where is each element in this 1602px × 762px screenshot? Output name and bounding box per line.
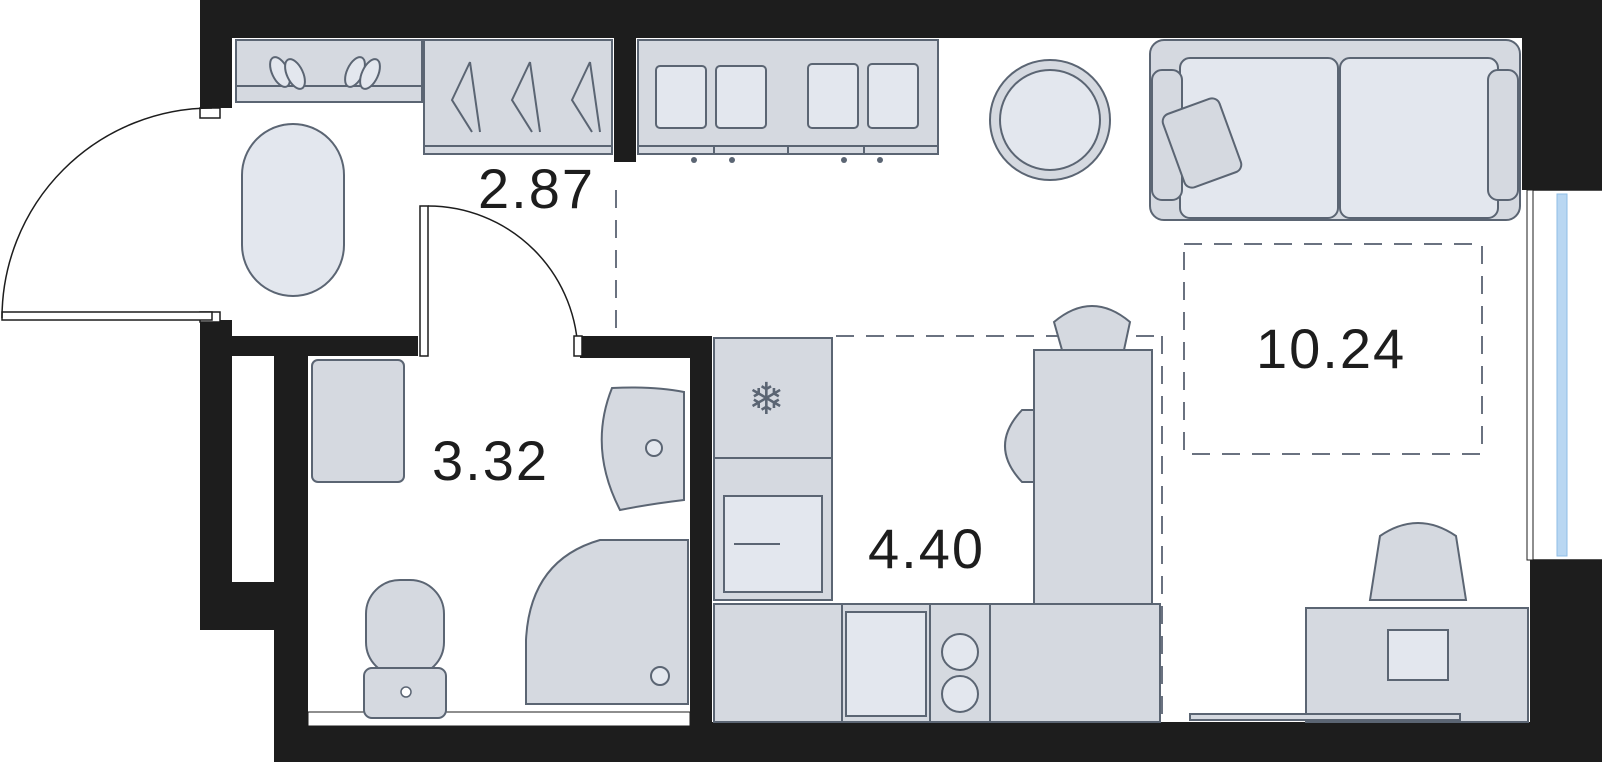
hanger-icon bbox=[450, 61, 601, 133]
area-label-kitchen: 4.40 bbox=[868, 517, 985, 580]
drain-icon bbox=[650, 666, 670, 686]
pillow-icon bbox=[1161, 97, 1243, 189]
entrance-door bbox=[1, 107, 221, 323]
bathroom-door bbox=[419, 205, 583, 357]
chair-icon bbox=[1004, 305, 1132, 483]
washing-machine bbox=[311, 359, 405, 483]
snowflake-icon: ❄ bbox=[748, 374, 785, 425]
kitchen: ❄ 4.40 bbox=[713, 337, 1161, 723]
living-rug bbox=[1183, 243, 1483, 455]
stove-icon bbox=[941, 633, 979, 713]
wardrobe-hangers bbox=[423, 39, 613, 155]
area-label-living: 10.24 bbox=[1256, 317, 1406, 380]
toilet bbox=[363, 579, 447, 719]
bathroom: 3.32 bbox=[311, 359, 689, 719]
sofa bbox=[1149, 39, 1521, 221]
shoes-icon bbox=[269, 56, 381, 90]
dining-table bbox=[1033, 349, 1153, 609]
shower bbox=[525, 539, 689, 705]
laptop-icon bbox=[1387, 629, 1449, 681]
window bbox=[1526, 189, 1602, 561]
hallway: 2.87 bbox=[235, 39, 613, 297]
dishwasher bbox=[845, 611, 927, 717]
area-label-hallway: 2.87 bbox=[478, 157, 595, 220]
shirt-icon bbox=[807, 63, 919, 129]
area-label-bathroom: 3.32 bbox=[432, 429, 549, 492]
clothes-closet bbox=[637, 39, 939, 163]
sink bbox=[600, 386, 685, 512]
desk bbox=[1189, 522, 1529, 723]
tshirt-icon bbox=[655, 65, 767, 129]
rug bbox=[241, 123, 345, 297]
round-table bbox=[989, 59, 1111, 181]
walls bbox=[200, 0, 1602, 762]
